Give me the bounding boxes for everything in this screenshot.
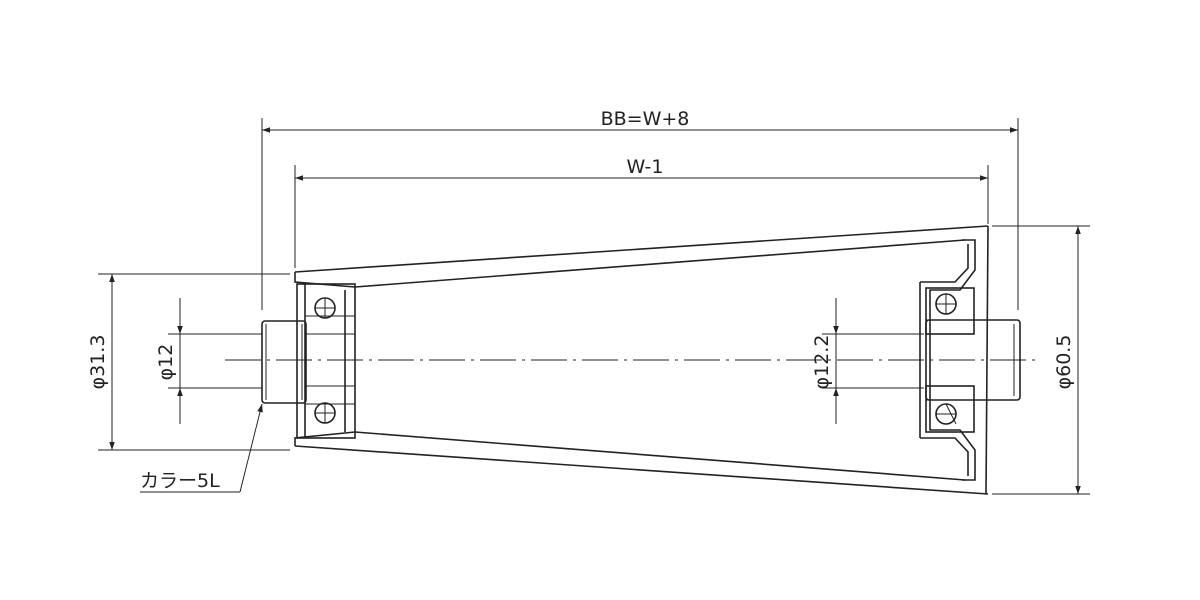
label-large-end-dia: φ60.5: [1053, 335, 1075, 390]
dimension-shaft-dia-left: φ12: [155, 298, 262, 424]
leader-collar: カラー5L: [140, 403, 263, 493]
label-tube-length: W-1: [627, 156, 664, 178]
label-shaft-dia-right: φ12.2: [811, 335, 833, 390]
dimension-collar-dia: φ31.3: [87, 273, 290, 451]
label-collar-dia: φ31.3: [87, 335, 109, 390]
label-collar-note: カラー5L: [140, 470, 220, 492]
dimension-shaft-dia-right: φ12.2: [811, 298, 924, 424]
label-shaft-dia-left: φ12: [155, 344, 177, 381]
dimension-overall-length: BB=W+8: [261, 108, 1019, 310]
tapered-tube: [294, 225, 989, 495]
label-overall-length: BB=W+8: [601, 108, 690, 130]
left-bearing-assembly: [261, 283, 356, 439]
dimension-large-end-dia: φ60.5: [992, 225, 1090, 495]
right-bearing-assembly: [919, 239, 1021, 481]
collar: [261, 320, 307, 404]
dimension-tube-length: W-1: [294, 156, 989, 268]
